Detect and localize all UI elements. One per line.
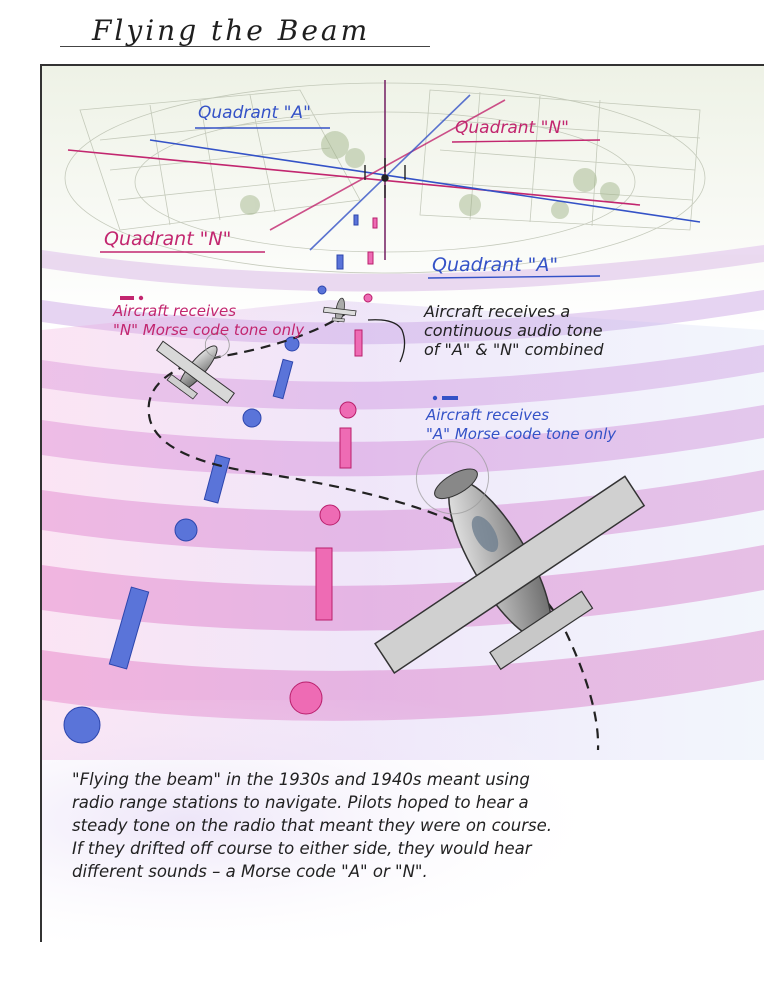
note-a-only: Aircraft receives "A" Morse code tone on… [426,406,616,444]
label-quadrant-n-top: Quadrant "N" [455,118,569,138]
tree-clusters [240,131,620,219]
beam-wash [42,300,764,760]
a-dash-icon [442,396,458,400]
bottom-wash [42,700,764,940]
caption-line-3: steady tone on the radio that meant they… [72,816,553,835]
note-combined-line3: of "A" & "N" combined [424,340,604,359]
caption-line-4: If they drifted off course to either sid… [72,839,532,858]
caption-line-1: "Flying the beam" in the 1930s and 1940s… [72,770,530,789]
illustration-frame [40,64,764,942]
caption-text: "Flying the beam" in the 1930s and 1940s… [72,768,712,883]
page-title: Flying the Beam [92,14,371,47]
label-quadrant-a-right: Quadrant "A" [432,254,559,276]
airplane-small [156,332,235,404]
note-combined: Aircraft receives a continuous audio ton… [424,302,604,359]
note-n-only-line2: "N" Morse code tone only [113,321,305,339]
radio-range-station [364,158,406,198]
quadrant-underlines [100,127,601,279]
airplane-large [374,441,646,675]
n-dot-icon [138,295,144,301]
label-quadrant-a-top: Quadrant "A" [198,103,311,123]
title-underline [60,46,430,47]
quadrant-lines [67,80,701,260]
caption-line-5: different sounds – a Morse code "A" or "… [72,862,428,881]
note-leader [367,319,406,363]
beam-marks-a [63,214,359,744]
note-n-only: Aircraft receives "N" Morse code tone on… [113,302,304,340]
note-combined-line2: continuous audio tone [424,321,603,340]
note-n-only-line1: Aircraft receives [113,302,237,320]
label-quadrant-n-left: Quadrant "N" [104,228,232,250]
airplane-tiny [322,297,357,323]
a-dot-icon [432,395,438,401]
note-combined-line1: Aircraft receives a [424,302,571,321]
note-a-only-line2: "A" Morse code tone only [426,425,617,443]
n-dash-icon [120,296,134,300]
note-a-only-line1: Aircraft receives [426,406,550,424]
caption-line-2: radio range stations to navigate. Pilots… [72,793,529,812]
beam-marks-n [289,217,378,715]
